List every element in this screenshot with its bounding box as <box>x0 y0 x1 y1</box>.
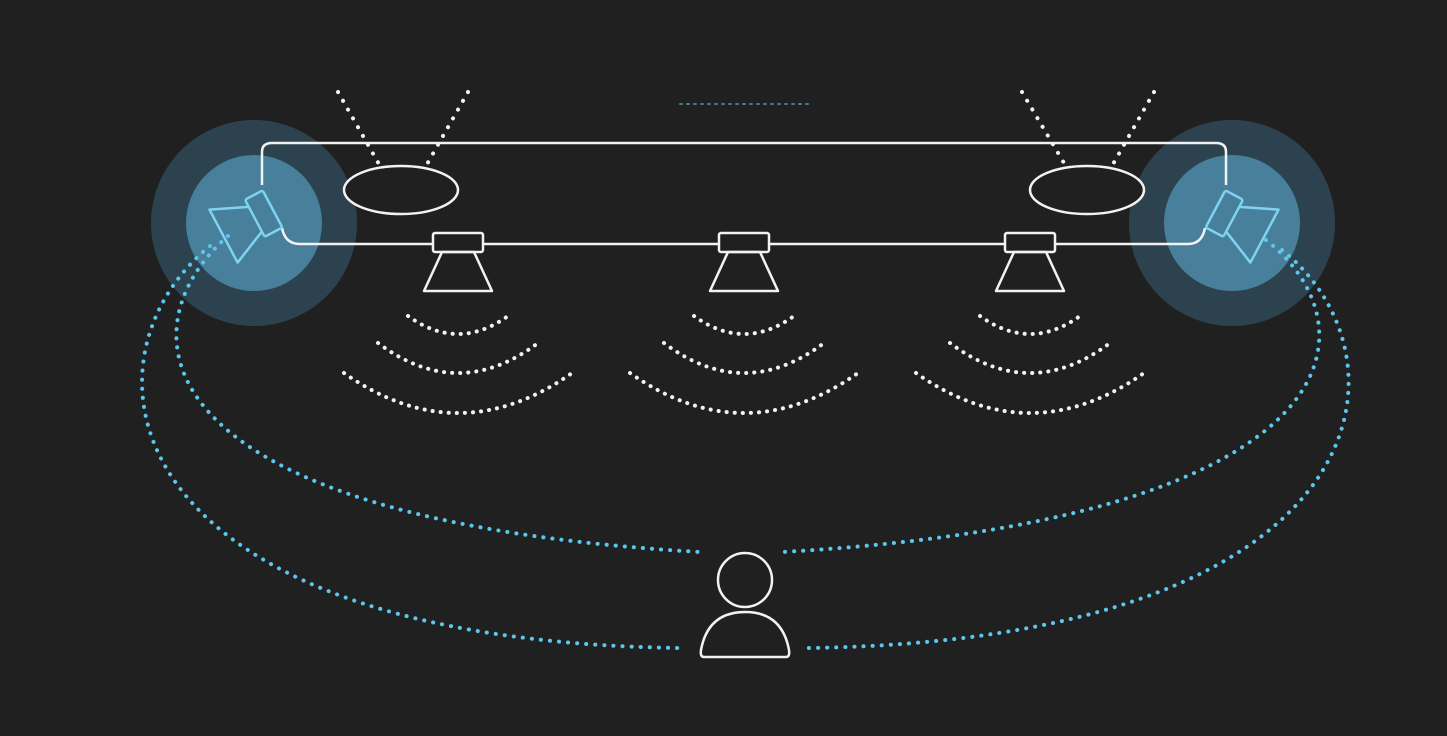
speaker-center-left <box>422 231 494 293</box>
wire-loop-upper <box>260 141 1228 185</box>
path-left-inner <box>174 234 702 554</box>
sound-wave-3-2 <box>948 341 1112 375</box>
sound-waves <box>342 314 1146 415</box>
left-speaker-glow <box>151 120 357 326</box>
sound-wave-2-3 <box>628 371 860 415</box>
sound-wave-1-2 <box>376 341 540 375</box>
path-right-outer <box>806 248 1351 650</box>
speaker-center-right <box>994 231 1066 293</box>
sound-wave-3-3 <box>914 371 1146 415</box>
speaker-center <box>708 231 780 293</box>
audio-paths <box>140 234 1351 650</box>
sound-wave-1-1 <box>406 314 510 336</box>
listener-person-icon <box>699 551 791 659</box>
sound-wave-2-1 <box>692 314 796 336</box>
sound-wave-1-3 <box>342 371 574 415</box>
ceiling-light-left <box>336 90 470 216</box>
speaker-side-left <box>208 189 283 264</box>
speaker-side-right <box>1205 189 1280 264</box>
sound-wave-3-1 <box>978 314 1082 336</box>
sound-wave-2-2 <box>662 341 826 375</box>
ceiling-light-right <box>1020 90 1156 216</box>
